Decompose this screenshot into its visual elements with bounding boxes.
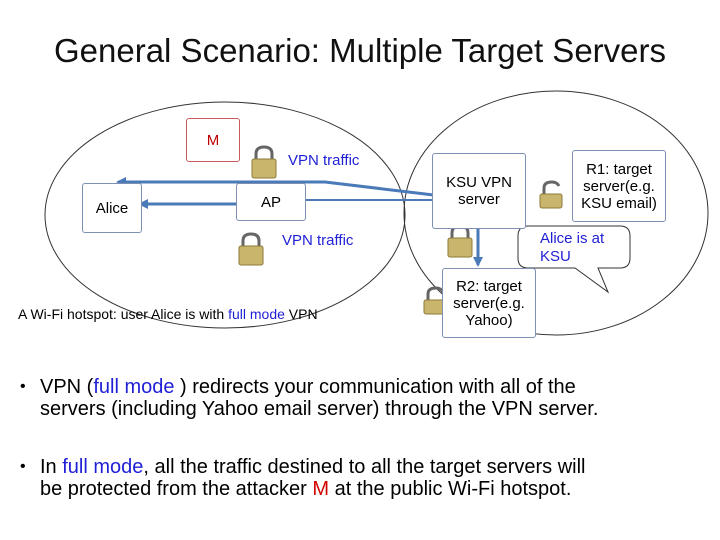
r2-label: R2: target bbox=[456, 277, 522, 295]
broken-lock-icon bbox=[539, 180, 563, 209]
bullet-mode-text: full mode bbox=[93, 376, 175, 398]
lock-icon bbox=[251, 145, 277, 179]
bullet-text: be protected from the attacker bbox=[40, 478, 313, 500]
lock-icon bbox=[238, 232, 264, 266]
bullet-line: In full mode, all the traffic destined t… bbox=[40, 456, 710, 478]
lock-icon bbox=[447, 224, 473, 258]
r1-label: R1: target bbox=[586, 160, 652, 178]
hotspot-caption-text: A Wi-Fi hotspot: user Alice is with bbox=[18, 306, 229, 322]
bullet-list: • VPN (full mode ) redirects your commun… bbox=[20, 376, 710, 500]
bullet-text: at the public Wi-Fi hotspot. bbox=[329, 478, 572, 500]
callout-text: Alice is at KSU bbox=[540, 230, 604, 266]
ap-box: AP bbox=[236, 183, 306, 221]
r2-label: Yahoo) bbox=[465, 311, 513, 329]
hotspot-caption: A Wi-Fi hotspot: user Alice is with full… bbox=[18, 306, 318, 323]
ksu-vpn-label: server bbox=[458, 191, 500, 208]
r1-target-server-box: R1: target server(e.g. KSU email) bbox=[572, 150, 666, 222]
bullet-text: ) redirects your communication with all … bbox=[174, 376, 576, 398]
bullet-line: servers (including Yahoo email server) t… bbox=[40, 398, 599, 420]
speech-callout bbox=[517, 225, 631, 294]
callout-line: Alice is at bbox=[540, 230, 605, 247]
wifi-hotspot-boundary bbox=[44, 101, 406, 329]
r1-label: server(e.g. bbox=[583, 177, 655, 195]
bullet-text: In bbox=[40, 456, 63, 478]
r1-label: KSU email) bbox=[581, 194, 657, 212]
ksu-vpn-label: KSU VPN bbox=[446, 174, 512, 191]
ksu-boundary bbox=[403, 90, 709, 336]
vpn-to-alice-arrow bbox=[116, 177, 443, 198]
callout-line: KSU bbox=[540, 248, 571, 265]
alice-box: Alice bbox=[82, 183, 142, 233]
attacker-m-text: M bbox=[312, 478, 330, 500]
bullet-dot: • bbox=[20, 378, 26, 395]
bullet-dot: • bbox=[20, 458, 26, 475]
bullet-line: be protected from the attacker M at the … bbox=[40, 478, 710, 500]
bullet-line: VPN (full mode ) redirects your communic… bbox=[40, 376, 710, 398]
r2-label: server(e.g. bbox=[453, 294, 525, 312]
attacker-m-box: M bbox=[186, 118, 240, 162]
bullet-text: VPN ( bbox=[40, 376, 94, 398]
bullet-mode-text: full mode bbox=[62, 456, 144, 478]
hotspot-caption-text: VPN bbox=[284, 306, 318, 322]
r2-target-server-box: R2: target server(e.g. Yahoo) bbox=[442, 268, 536, 338]
bullet-item: • VPN (full mode ) redirects your commun… bbox=[20, 376, 710, 420]
vpn-traffic-label-top: VPN traffic bbox=[288, 152, 360, 169]
hotspot-mode-text: full mode bbox=[228, 306, 285, 322]
page-title: General Scenario: Multiple Target Server… bbox=[53, 32, 666, 69]
ksu-vpn-server-box: KSU VPN server bbox=[432, 153, 526, 229]
bullet-item: • In full mode, all the traffic destined… bbox=[20, 456, 710, 500]
vpn-traffic-label-bottom: VPN traffic bbox=[282, 232, 354, 249]
bullet-text: , all the traffic destined to all the ta… bbox=[143, 456, 586, 478]
